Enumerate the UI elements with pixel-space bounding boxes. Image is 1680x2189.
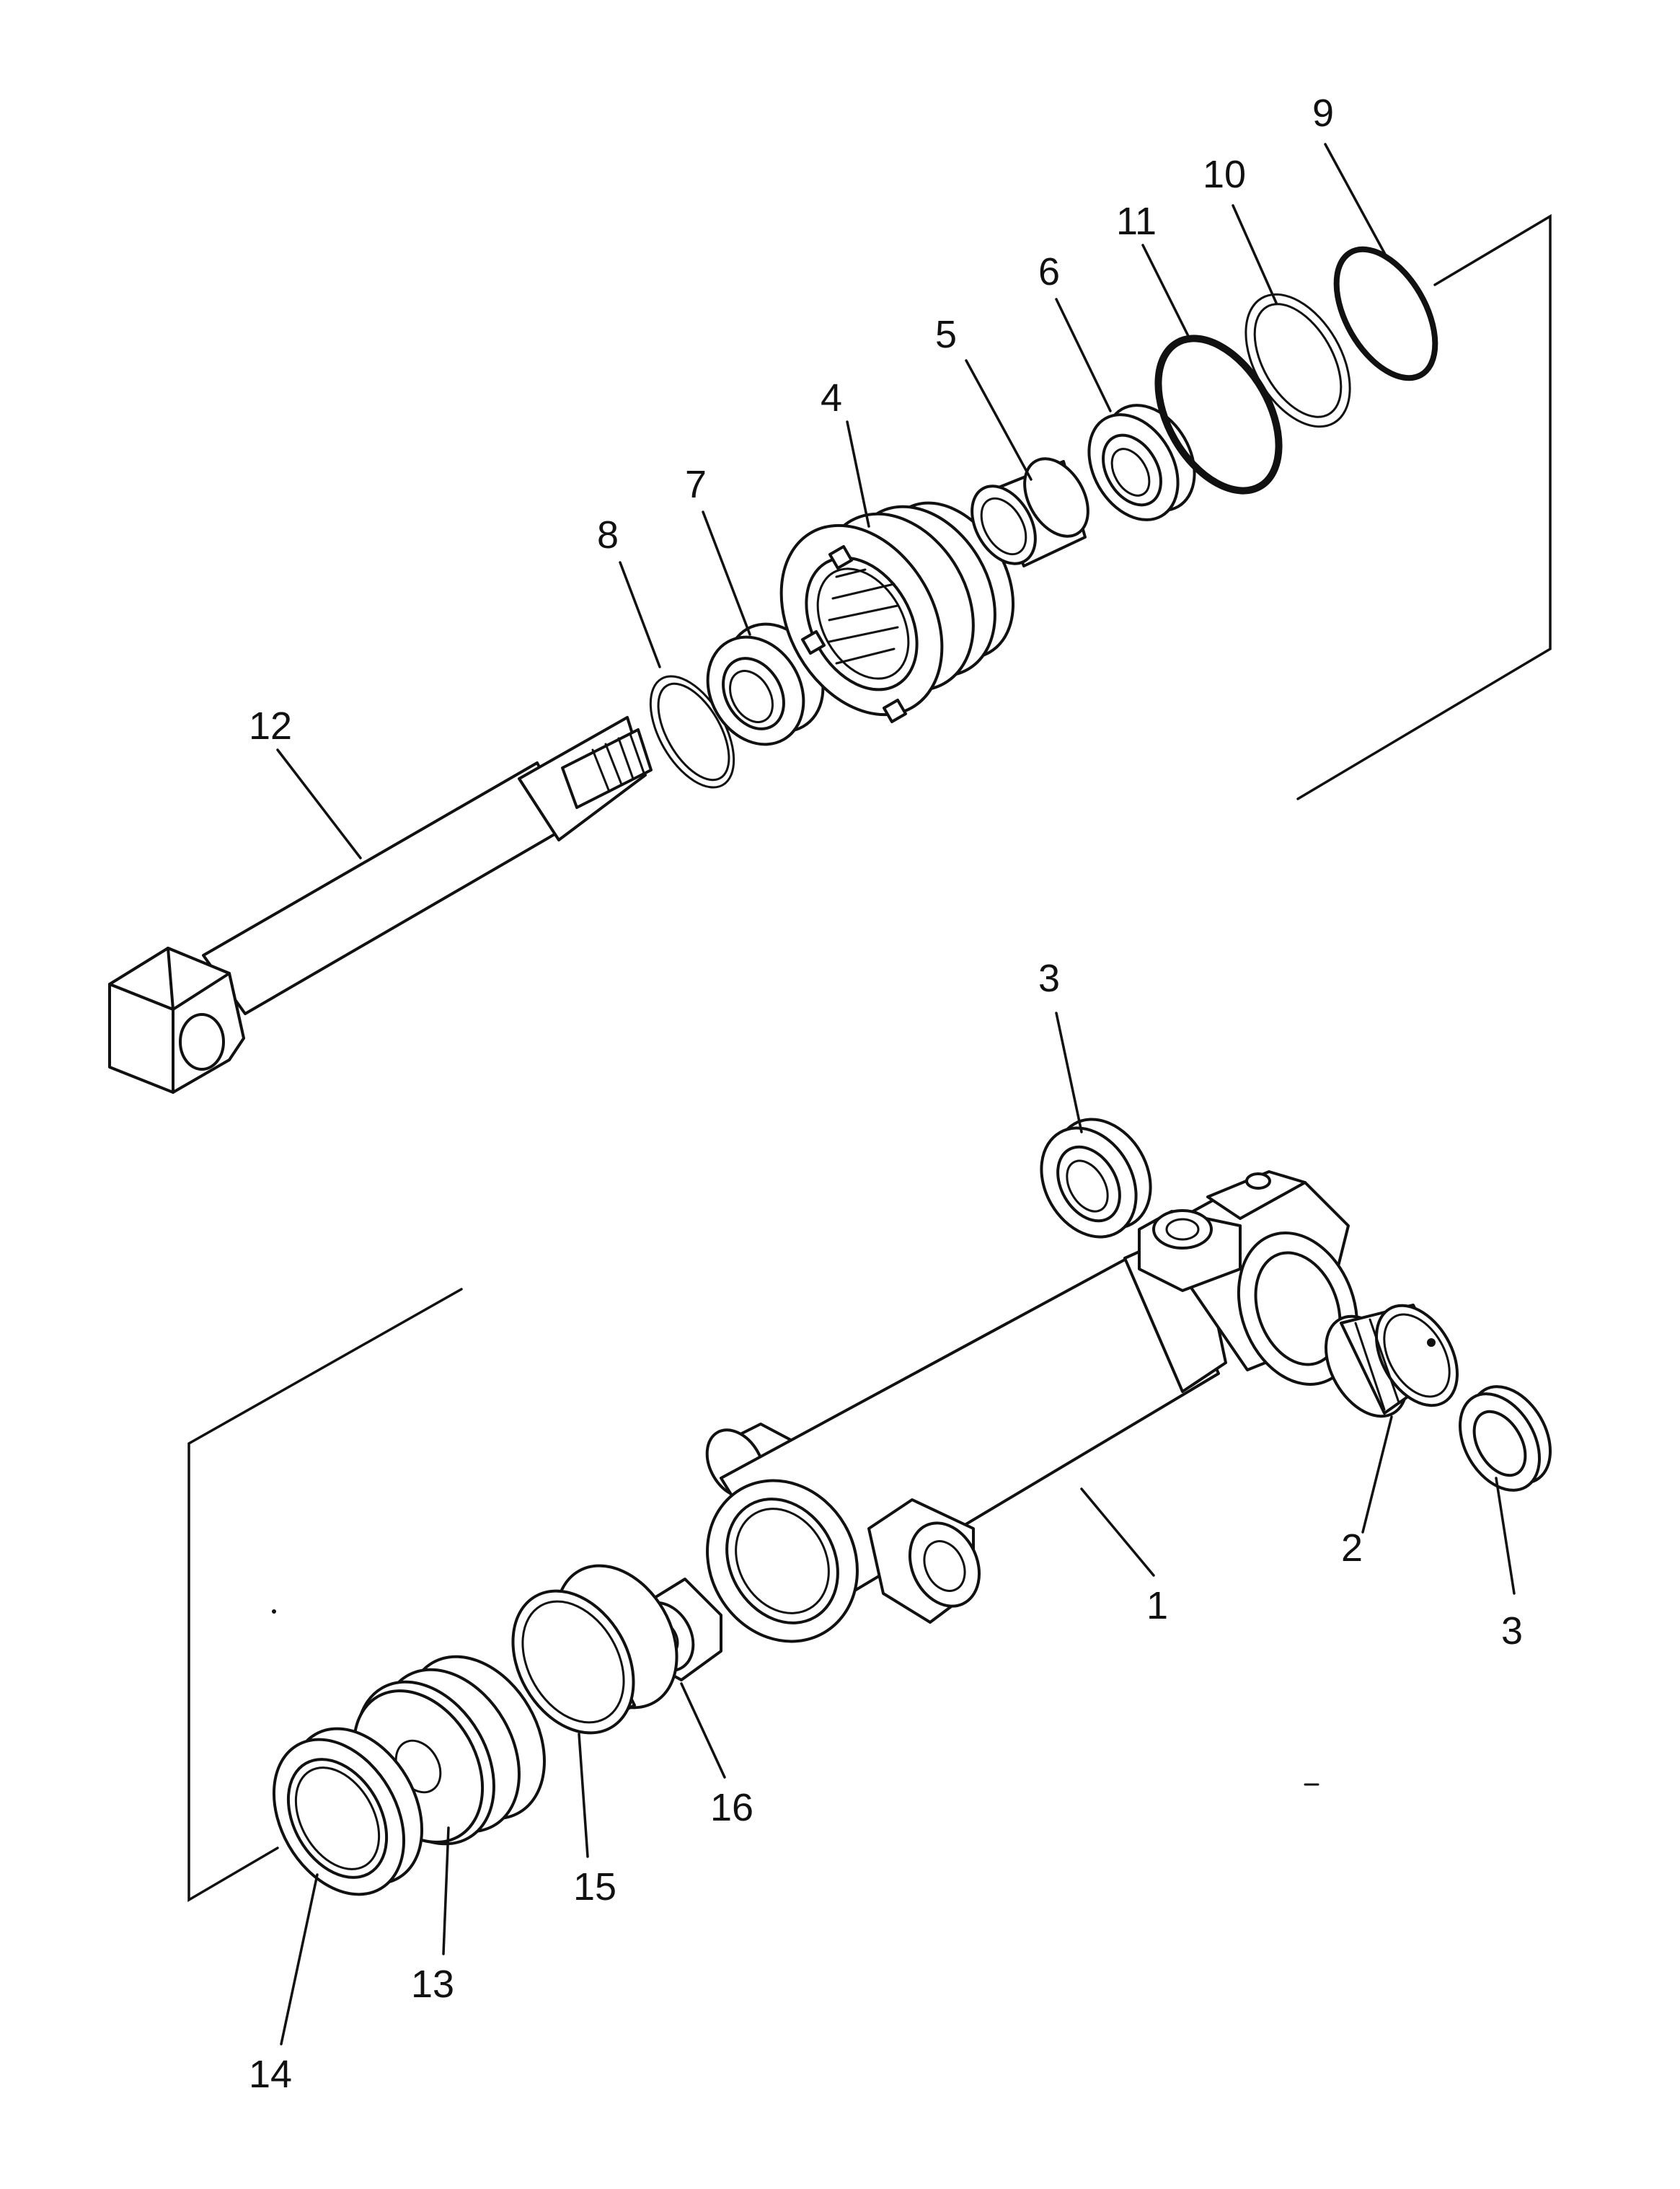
leader-16 xyxy=(680,1682,726,1779)
part-1-cylinder-body xyxy=(705,1170,1359,1643)
part-9-o-ring xyxy=(1333,246,1438,381)
callout-9: 9 xyxy=(1312,92,1334,135)
assembly-bracket-upper xyxy=(1296,213,1552,800)
callout-16: 16 xyxy=(710,1786,753,1829)
leader-2 xyxy=(1361,1415,1393,1534)
part-3-seal-top xyxy=(1040,1118,1152,1239)
leader-3-right xyxy=(1495,1477,1516,1595)
callout-3-right: 3 xyxy=(1501,1609,1523,1653)
scan-artifacts xyxy=(272,1609,1319,1786)
callout-10: 10 xyxy=(1203,153,1246,196)
leader-7 xyxy=(702,510,751,636)
callout-14: 14 xyxy=(249,2053,292,2096)
leader-14 xyxy=(280,1873,319,2046)
part-5-bushing xyxy=(971,457,1089,567)
leader-1 xyxy=(1080,1487,1155,1577)
part-12-piston-rod xyxy=(108,716,653,1094)
leader-10 xyxy=(1232,204,1278,304)
leader-4 xyxy=(846,420,870,528)
part-11-o-ring xyxy=(1154,335,1283,495)
part-2-pin-bushing xyxy=(1325,1304,1459,1418)
callout-13: 13 xyxy=(411,1963,454,2006)
leader-12 xyxy=(276,748,362,859)
leader-3-top xyxy=(1055,1012,1083,1133)
callout-1: 1 xyxy=(1146,1584,1168,1627)
assembly-bracket-lower xyxy=(187,1288,463,1903)
part-3-seal-right xyxy=(1459,1385,1552,1492)
leader-6 xyxy=(1055,298,1112,412)
callout-15: 15 xyxy=(573,1865,616,1909)
leader-15 xyxy=(578,1733,589,1858)
callout-11: 11 xyxy=(1116,200,1157,243)
part-15-wear-ring xyxy=(511,1564,678,1735)
part-10-backup-ring xyxy=(1244,293,1351,428)
callout-5: 5 xyxy=(935,313,957,356)
leader-9 xyxy=(1324,143,1389,261)
part-14-gland-ring xyxy=(272,1727,424,1896)
leader-8 xyxy=(619,561,661,668)
leader-5 xyxy=(965,359,1033,481)
leader-11 xyxy=(1141,244,1191,340)
callout-8: 8 xyxy=(597,513,619,557)
callout-2: 2 xyxy=(1341,1526,1363,1570)
callout-3-top: 3 xyxy=(1038,957,1060,1000)
callout-4: 4 xyxy=(821,376,842,420)
leader-13 xyxy=(442,1826,450,1955)
leader-lines xyxy=(276,143,1516,2046)
callout-6: 6 xyxy=(1038,250,1060,293)
callout-7: 7 xyxy=(685,463,707,506)
callout-12: 12 xyxy=(249,704,292,748)
callout-labels: 9 10 11 6 5 4 7 8 12 3 1 2 3 16 15 13 14 xyxy=(249,92,1523,2096)
part-4-cylinder-head xyxy=(779,501,1015,724)
